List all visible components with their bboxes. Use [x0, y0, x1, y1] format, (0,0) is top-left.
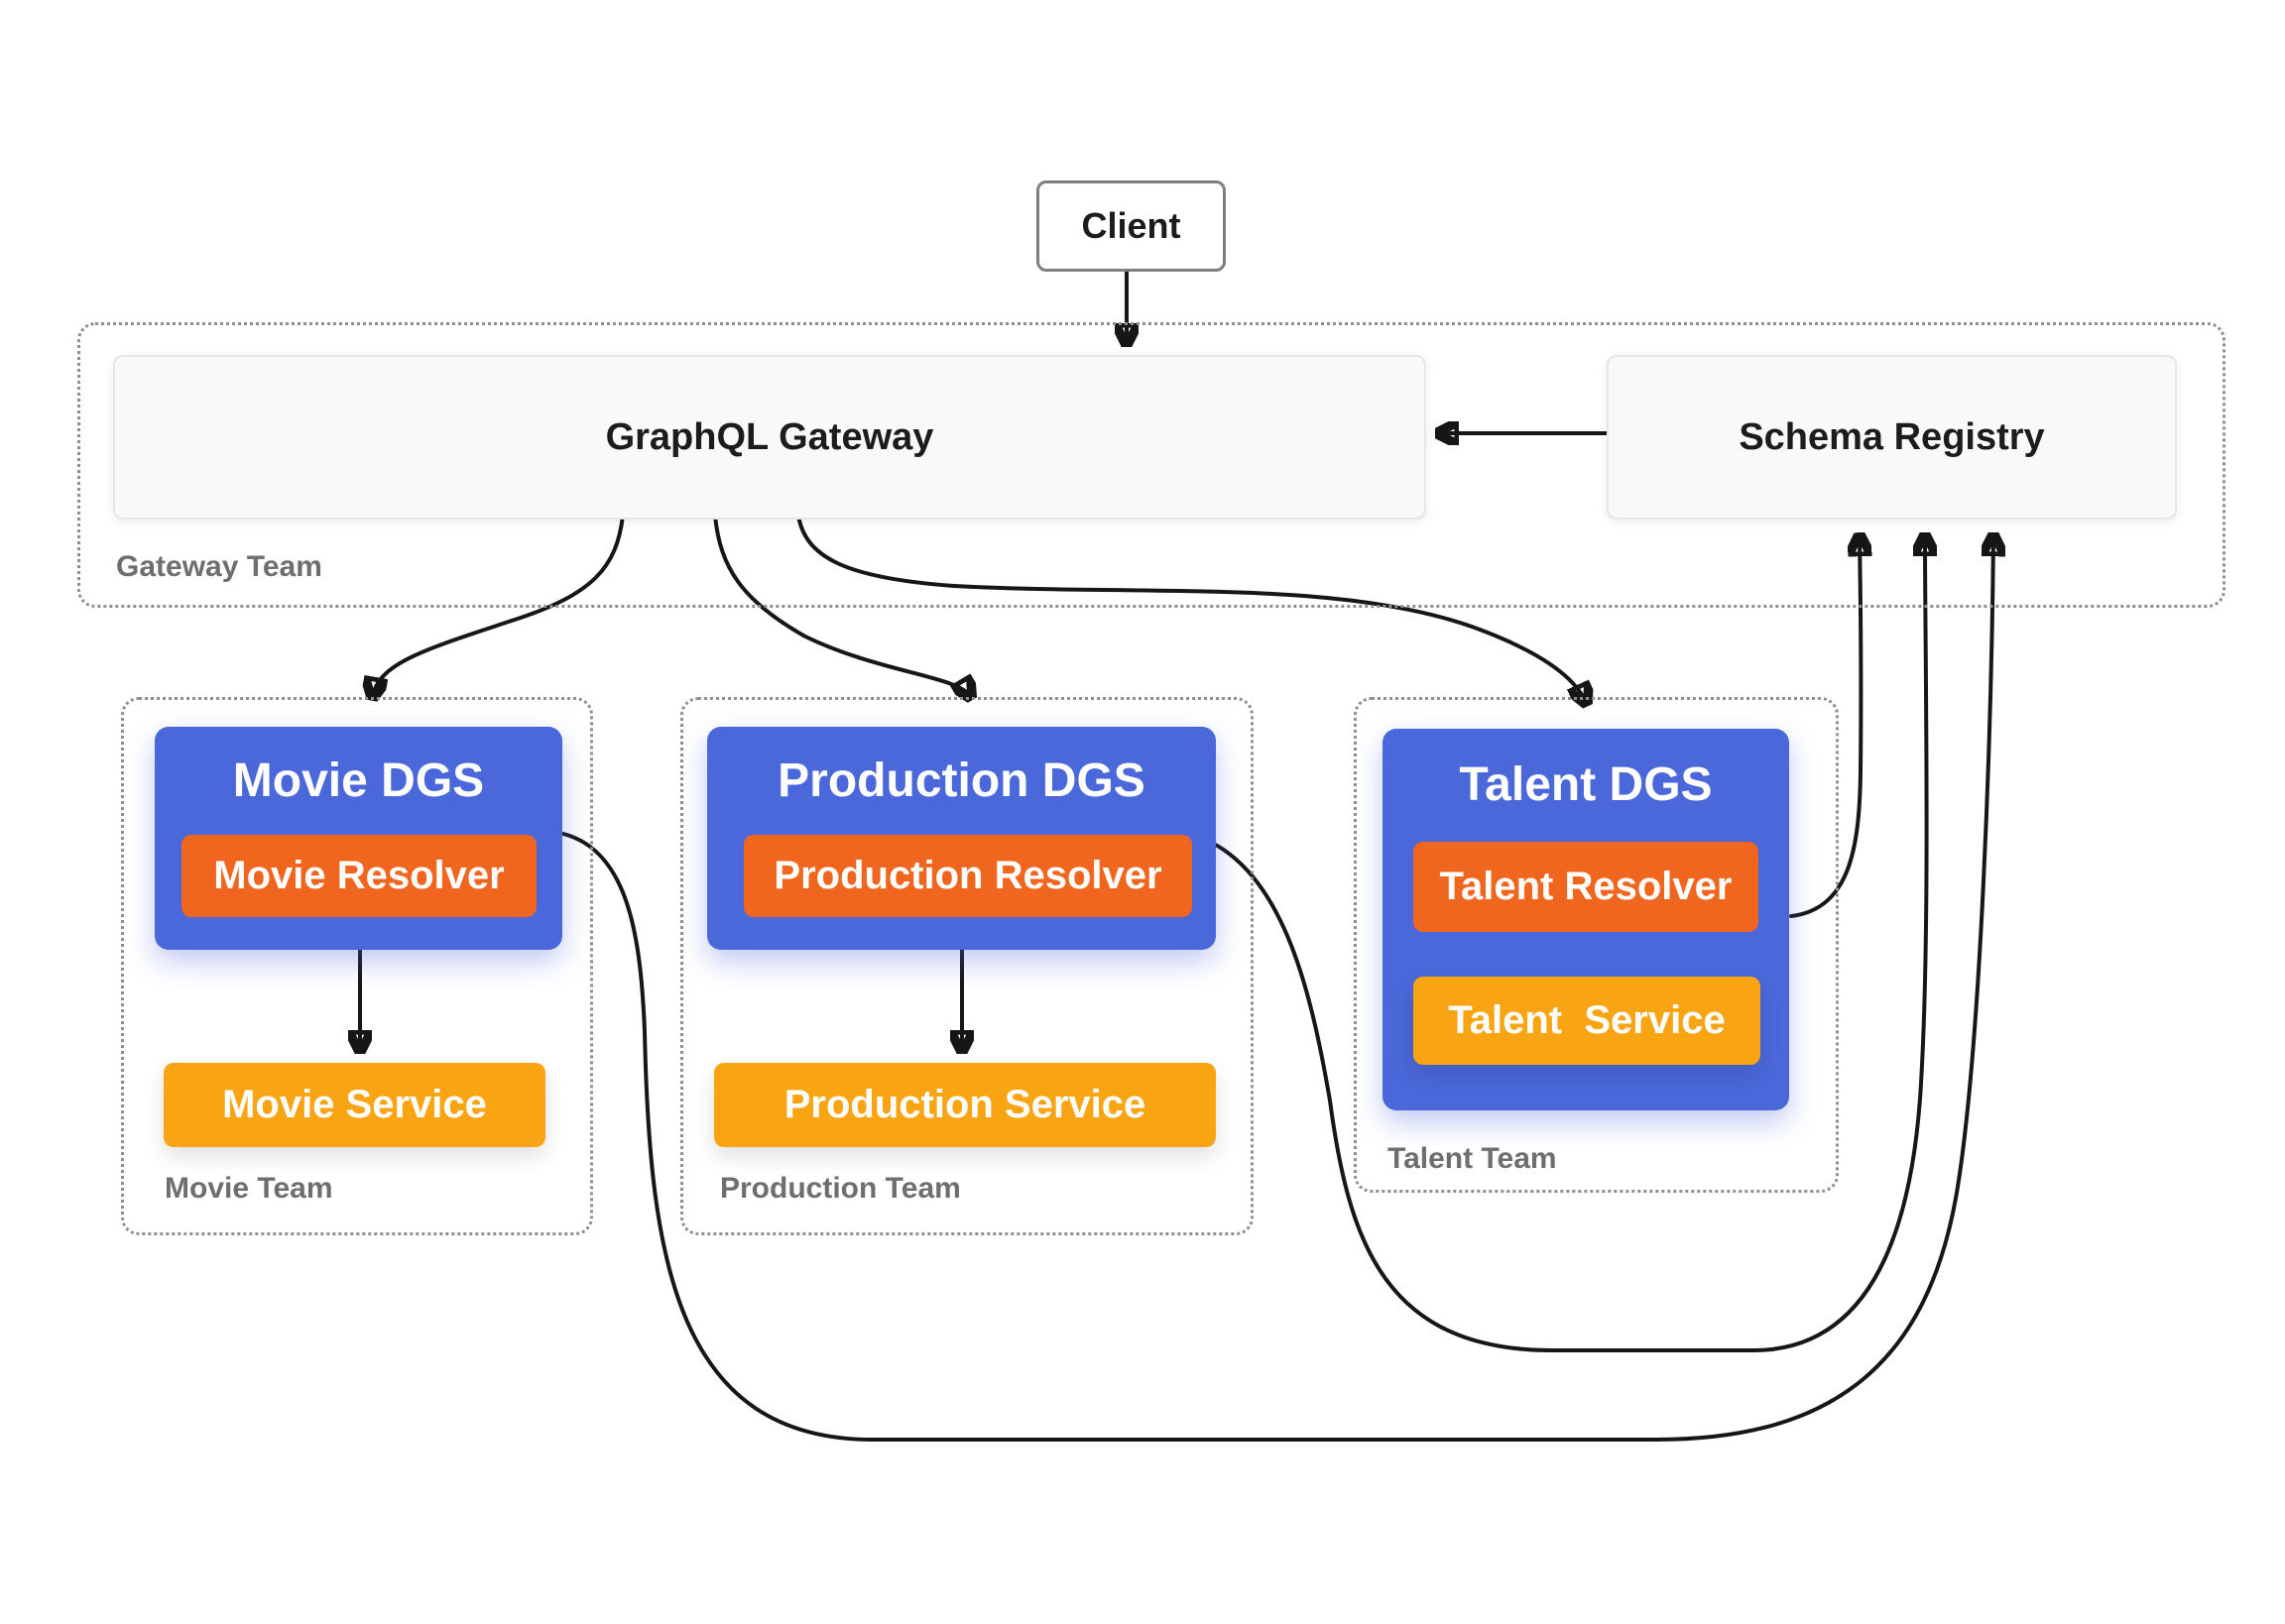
graphql-gateway-node: GraphQL Gateway [113, 355, 1426, 520]
client-label: Client [1081, 205, 1181, 246]
gateway-team-label: Gateway Team [116, 550, 322, 583]
talent-dgs-node: Talent DGS Talent Resolver Talent Servic… [1383, 729, 1789, 1110]
production-dgs-node: Production DGS Production Resolver [707, 727, 1216, 950]
talent-service-label: Talent Service [1448, 998, 1726, 1042]
talent-team-container: Talent Team [1354, 697, 1839, 1193]
graphql-gateway-label: GraphQL Gateway [605, 415, 934, 458]
talent-team-label: Talent Team [1387, 1142, 1557, 1175]
movie-resolver-node: Movie Resolver [181, 835, 537, 917]
production-resolver-node: Production Resolver [744, 835, 1192, 917]
movie-dgs-node: Movie DGS Movie Resolver [155, 727, 562, 950]
gateway-team-container: Gateway Team [77, 322, 2225, 608]
production-service-label: Production Service [783, 1083, 1146, 1126]
client-node: Client [1036, 180, 1226, 272]
schema-registry-node: Schema Registry [1607, 355, 2177, 520]
production-team-label: Production Team [720, 1172, 961, 1205]
production-dgs-label: Production DGS [778, 754, 1145, 807]
talent-service-node: Talent Service [1413, 977, 1760, 1065]
production-service-node: Production Service [714, 1063, 1216, 1147]
talent-resolver-node: Talent Resolver [1413, 842, 1758, 932]
movie-service-label: Movie Service [222, 1083, 487, 1126]
schema-registry-label: Schema Registry [1739, 415, 2045, 458]
talent-resolver-label: Talent Resolver [1439, 865, 1733, 908]
production-resolver-label: Production Resolver [774, 854, 1162, 897]
movie-team-label: Movie Team [165, 1172, 333, 1205]
movie-resolver-label: Movie Resolver [213, 854, 505, 897]
movie-team-container: Movie Team [121, 697, 593, 1235]
production-team-container: Production Team [680, 697, 1254, 1235]
movie-service-node: Movie Service [164, 1063, 545, 1147]
talent-dgs-label: Talent DGS [1459, 757, 1713, 811]
movie-dgs-label: Movie DGS [232, 754, 485, 807]
